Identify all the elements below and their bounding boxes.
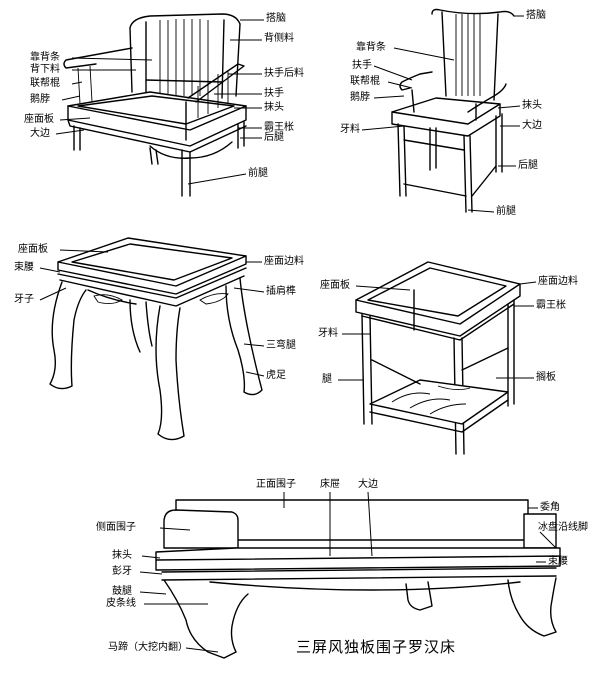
label-armchair-e-bo: 鹅脖 [30,94,50,105]
label-armchair-hou-tui: 后腿 [264,132,284,143]
label-bed-mo-tou: 抹头 [112,550,132,561]
label-armchair-da-bian: 大边 [30,128,50,139]
label-table-ge-ban: 搁板 [536,372,556,383]
label-hatchair-hou-tui: 后腿 [518,160,538,171]
label-stool-cha-jian-sun: 插肩榫 [266,286,296,297]
armchair-drawing [63,13,247,197]
arhat-bed-drawing [155,499,561,659]
label-bed-bing-pan-yan-xian-jiao: 冰盘沿线脚 [538,522,588,533]
label-armchair-ba-wang-chen: 霸王枨 [264,122,294,133]
label-bed-da-bian: 大边 [358,479,378,490]
label-bed-pi-tiao-xian: 皮条线 [106,598,136,609]
label-armchair-bei-xia-liao: 背下料 [30,64,60,75]
label-hatchair-mo-tou: 抹头 [522,100,542,111]
label-bed-gu-tui: 鼓腿 [112,586,132,597]
label-table-ya-liao: 牙料 [318,328,338,339]
label-hatchair-ya-liao: 牙料 [340,124,360,135]
label-table-zuo-mian-ban: 座面板 [320,280,350,291]
label-armchair-zuo-mian-ban: 座面板 [24,114,54,125]
label-hatchair-qian-tui: 前腿 [496,206,516,217]
official-hat-chair-drawing [391,8,515,213]
leader-lines [39,15,557,653]
label-armchair-fu-shou-hou-liao: 扶手后料 [264,68,304,79]
label-hatchair-e-bo: 鹅脖 [350,92,370,103]
label-bed-ma-ti: 马蹄（大挖内翻） [108,642,188,653]
table-drawing [355,261,521,455]
label-hatchair-da-bian: 大边 [522,120,542,131]
label-armchair-mo-tou: 抹头 [264,102,284,113]
label-stool-zuo-mian-bian-liao: 座面边料 [264,256,304,267]
label-bed-wei-jiao: 委角 [540,502,560,513]
label-stool-shu-yao: 束腰 [14,262,34,273]
label-armchair-fu-shou: 扶手 [264,88,284,99]
label-bed-zheng-mian-wei-zi: 正面围子 [256,479,296,490]
label-armchair-lian-bang-gun: 联帮棍 [30,78,60,89]
label-armchair-da-nao: 搭脑 [266,13,286,24]
label-stool-ya-zi: 牙子 [14,294,34,305]
label-bed-ce-mian-wei-zi: 侧面围子 [96,522,136,533]
label-bed-shu-yao: 束腰 [548,556,568,567]
label-table-tui: 腿 [322,374,332,385]
label-hatchair-fu-shou: 扶手 [352,60,372,71]
label-hatchair-da-nao: 搭脑 [526,10,546,21]
label-table-zuo-mian-bian-liao: 座面边料 [538,276,578,287]
label-bed-chuang-ti: 床屉 [320,479,340,490]
label-stool-zuo-mian-ban: 座面板 [18,244,48,255]
label-bed-peng-ya: 彭牙 [112,566,132,577]
label-armchair-bei-ce-liao: 背侧料 [264,33,294,44]
stool-drawing [49,237,263,441]
label-table-ba-wang-chen: 霸王枨 [536,300,566,311]
bed-title: 三屏风独板围子罗汉床 [296,638,457,656]
label-hatchair-lian-bang-gun: 联帮棍 [350,76,380,87]
label-armchair-qian-tui: 前腿 [248,168,268,179]
label-armchair-kao-bei-tiao: 靠背条 [30,52,60,63]
label-hatchair-kao-bei-tiao: 靠背条 [356,42,386,53]
label-stool-hu-zu: 虎足 [266,370,286,381]
label-stool-san-wan-tui: 三弯腿 [266,340,296,351]
